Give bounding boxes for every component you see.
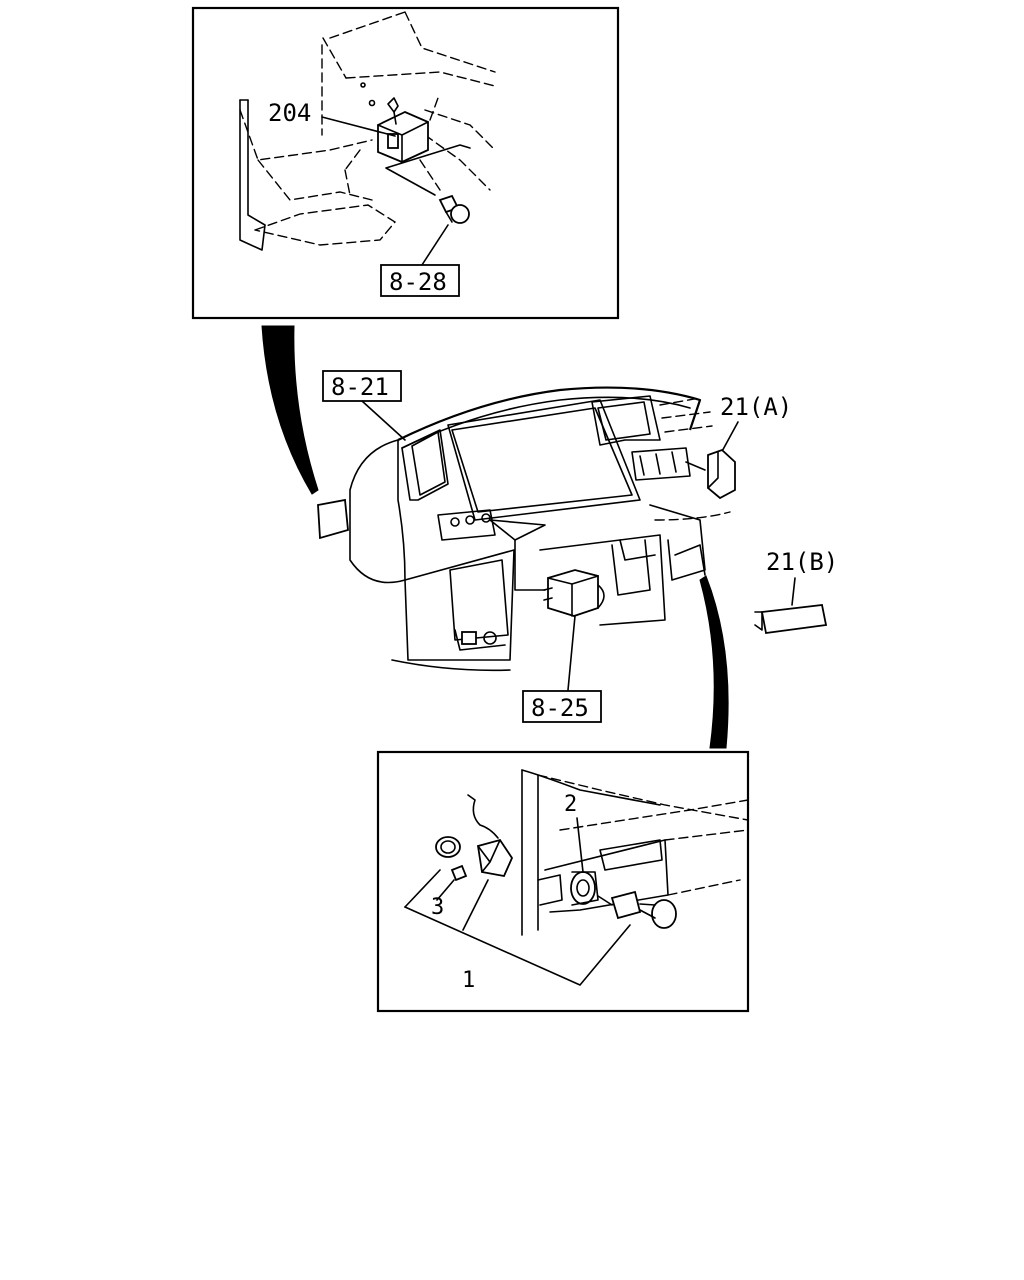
part-21b bbox=[754, 604, 828, 635]
label-2: 2 bbox=[564, 792, 577, 817]
relay-bolt bbox=[438, 194, 470, 224]
label-204: 204 bbox=[268, 99, 311, 127]
part-3-ring bbox=[435, 836, 461, 858]
label-1: 1 bbox=[462, 968, 475, 993]
ref-box-8-28: 8-28 bbox=[380, 264, 460, 297]
ref-box-8-21: 8-21 bbox=[322, 370, 402, 402]
ref-box-8-25: 8-25 bbox=[522, 690, 602, 723]
ref-8-28: 8-28 bbox=[389, 268, 447, 296]
ref-8-25: 8-25 bbox=[531, 694, 589, 722]
connector-arrow-top bbox=[261, 325, 319, 495]
instrument-panel bbox=[317, 386, 731, 672]
illumination-bulb bbox=[467, 794, 514, 878]
switch-unit-8-25 bbox=[543, 569, 605, 617]
connector-arrow-bottom bbox=[699, 575, 729, 749]
ref-8-21: 8-21 bbox=[331, 373, 389, 401]
lighter-detail-inset bbox=[376, 750, 750, 1013]
label-3: 3 bbox=[431, 895, 444, 920]
label-21a: 21(A) bbox=[720, 393, 792, 421]
part-2-socket bbox=[570, 871, 599, 906]
part-21a bbox=[707, 448, 736, 500]
lighter-element bbox=[597, 890, 677, 929]
relay-204 bbox=[360, 82, 429, 163]
label-21b: 21(B) bbox=[766, 548, 838, 576]
